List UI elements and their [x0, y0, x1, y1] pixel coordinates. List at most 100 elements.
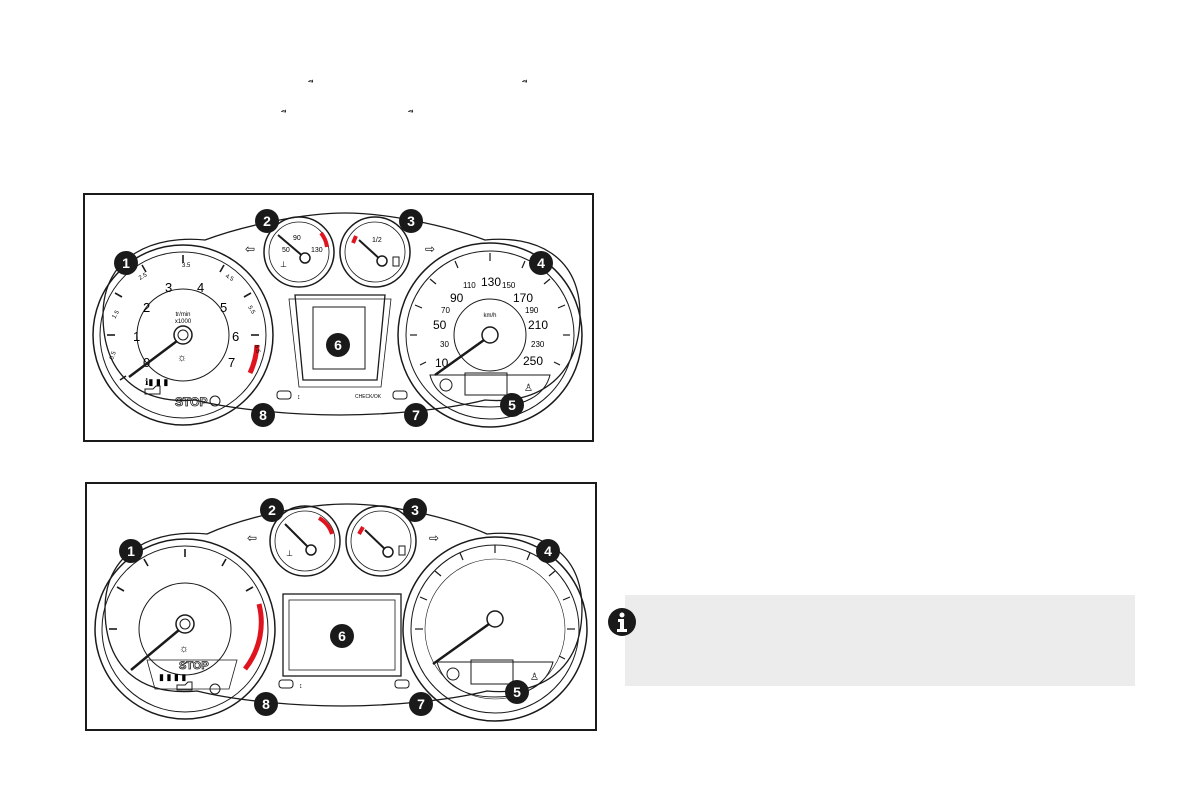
callout-2: 2 — [260, 498, 284, 522]
instrument-panel-bottom: ☼ STOP ▮ ▮ ▮ ▮ ⊥ ⇦ ⇨ — [85, 482, 597, 731]
instrument-panel-bottom-drawing: ☼ STOP ▮ ▮ ▮ ▮ ⊥ ⇦ ⇨ — [94, 498, 588, 722]
callout-1: 1 — [119, 539, 143, 563]
rpm-half-mark: 6.5 — [253, 344, 260, 354]
trip-reset-button — [276, 390, 292, 400]
callout-6: 6 — [330, 624, 354, 648]
callout-6: 6 — [326, 333, 350, 357]
callout-8: 8 — [254, 692, 278, 716]
lighting-icon: ☼ — [179, 643, 189, 655]
svg-text:1: 1 — [122, 255, 130, 271]
speed-numeral: 150 — [502, 281, 516, 290]
rpm-numeral: 5 — [220, 300, 227, 315]
seatbelt-icon: ♙ — [524, 383, 533, 394]
svg-text:1: 1 — [127, 543, 135, 559]
speed-numeral: 230 — [531, 340, 545, 349]
speed-numeral: 170 — [513, 291, 533, 305]
speed-numeral: 50 — [433, 318, 447, 332]
speed-numeral: 250 — [523, 354, 543, 368]
speed-numeral: 130 — [481, 275, 501, 289]
callout-7: 7 — [404, 403, 428, 427]
fuel-gauge: 1/2 — [339, 216, 411, 288]
rpm-numeral: 2 — [143, 300, 150, 315]
rpm-unit-line1: tr/min — [176, 312, 191, 318]
rpm-half-mark: 2.5 — [138, 272, 149, 282]
rev-counter: 0 1 2 3 4 5 6 7 0.5 1.5 2.5 3.5 4.5 5.5 … — [92, 244, 274, 426]
stop-label: STOP — [179, 660, 209, 672]
rpm-numeral: 4 — [197, 280, 204, 295]
callout-4: 4 — [536, 539, 560, 563]
engine-icon — [144, 385, 161, 395]
svg-text:5: 5 — [513, 684, 521, 700]
check-button — [394, 679, 410, 689]
stop-label: STOP — [175, 395, 207, 409]
rpm-numeral: 3 — [165, 280, 172, 295]
temp-label: 50 — [282, 247, 290, 254]
svg-text:3: 3 — [407, 213, 415, 229]
rpm-numeral: 6 — [232, 329, 239, 344]
svg-text:7: 7 — [417, 696, 425, 712]
rev-counter: ☼ STOP ▮ ▮ ▮ ▮ — [94, 538, 276, 720]
callout-2: 2 — [255, 209, 279, 233]
central-display — [282, 593, 402, 677]
rpm-half-mark: 1.5 — [112, 309, 122, 320]
warning-lights: ☼ ℹ▮ ▮ ▮ — [144, 352, 187, 395]
brightness-icon: ↕ — [297, 394, 301, 401]
engine-icon — [176, 681, 193, 691]
svg-text:4: 4 — [544, 543, 552, 559]
svg-text:6: 6 — [334, 337, 342, 353]
callout-5: 5 — [500, 393, 524, 417]
speed-numeral: 210 — [528, 318, 548, 332]
trip-reset-button — [278, 679, 294, 689]
svg-text:5: 5 — [508, 397, 516, 413]
brake-icon — [209, 395, 221, 407]
central-display — [288, 294, 392, 388]
right-indicator-icon: ⇨ — [429, 531, 439, 545]
rpm-numeral: 1 — [133, 329, 140, 344]
brightness-icon: ↕ — [299, 683, 303, 690]
fuel-label: 1/2 — [372, 237, 382, 244]
callout-7: 7 — [409, 692, 433, 716]
svg-text:8: 8 — [262, 696, 270, 712]
svg-text:2: 2 — [268, 502, 276, 518]
rpm-half-mark: 3.5 — [182, 263, 191, 269]
coolant-temp-icon: ⊥ — [280, 260, 287, 269]
left-indicator-icon: ⇦ — [245, 242, 255, 256]
callout-8: 8 — [251, 403, 275, 427]
cruise-icon — [439, 378, 453, 392]
callout-3: 3 — [399, 209, 423, 233]
info-note-box — [625, 595, 1135, 686]
svg-text:6: 6 — [338, 628, 346, 644]
svg-text:2: 2 — [263, 213, 271, 229]
temp-gauge: ⊥ — [269, 505, 341, 577]
speed-numeral: 30 — [440, 340, 449, 349]
brake-icon — [209, 683, 221, 695]
left-indicator-icon: ⇦ — [247, 531, 257, 545]
callout-3: 3 — [403, 498, 427, 522]
warning-lights-row: ▮ ▮ ▮ ▮ — [159, 672, 186, 682]
speedometer: 10 30 50 70 90 110 130 150 170 190 210 2… — [397, 242, 583, 428]
temp-label: 90 — [293, 235, 301, 242]
instrument-panel-top: 0 1 2 3 4 5 6 7 0.5 1.5 2.5 3.5 4.5 5.5 … — [83, 193, 594, 442]
callout-1: 1 — [114, 251, 138, 275]
svg-text:4: 4 — [537, 255, 545, 271]
rpm-half-mark: 5.5 — [246, 305, 256, 316]
check-label: CHECK/OK — [355, 394, 382, 400]
callout-4: 4 — [529, 251, 553, 275]
fuel-pump-icon — [398, 545, 406, 556]
lighting-icon: ☼ — [177, 352, 187, 364]
info-icon — [608, 608, 636, 636]
right-indicator-icon: ⇨ — [425, 242, 435, 256]
cruise-icon — [446, 667, 460, 681]
fuel-gauge — [345, 505, 417, 577]
rpm-unit-line2: x1000 — [175, 319, 192, 325]
callout-5: 5 — [505, 680, 529, 704]
warning-lights-row: ℹ▮ ▮ ▮ — [145, 377, 168, 387]
fuel-pump-icon — [392, 256, 400, 267]
speedometer: ♙ — [402, 536, 588, 722]
speed-numeral: 90 — [450, 291, 464, 305]
speed-unit: km/h — [483, 313, 496, 319]
temp-label: 130 — [311, 247, 323, 254]
svg-text:8: 8 — [259, 407, 267, 423]
speed-numeral: 190 — [525, 306, 539, 315]
check-button — [392, 390, 408, 400]
